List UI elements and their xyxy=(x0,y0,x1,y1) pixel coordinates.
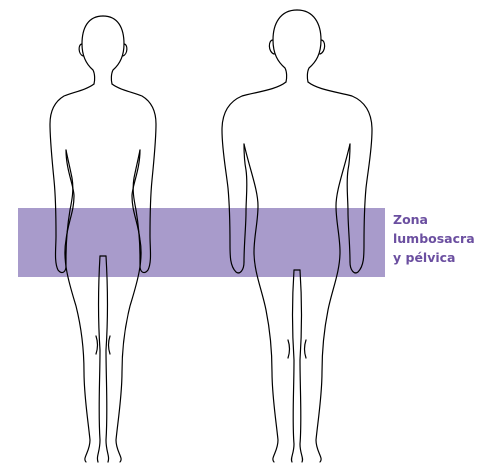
zone-label: Zona lumbosacra y pélvica xyxy=(393,210,480,267)
lumbosacral-pelvic-zone-band xyxy=(18,208,385,277)
zone-label-line2: lumbosacra xyxy=(393,229,480,248)
zone-label-line3: y pélvica xyxy=(393,248,480,267)
zone-label-line1: Zona xyxy=(393,210,480,229)
